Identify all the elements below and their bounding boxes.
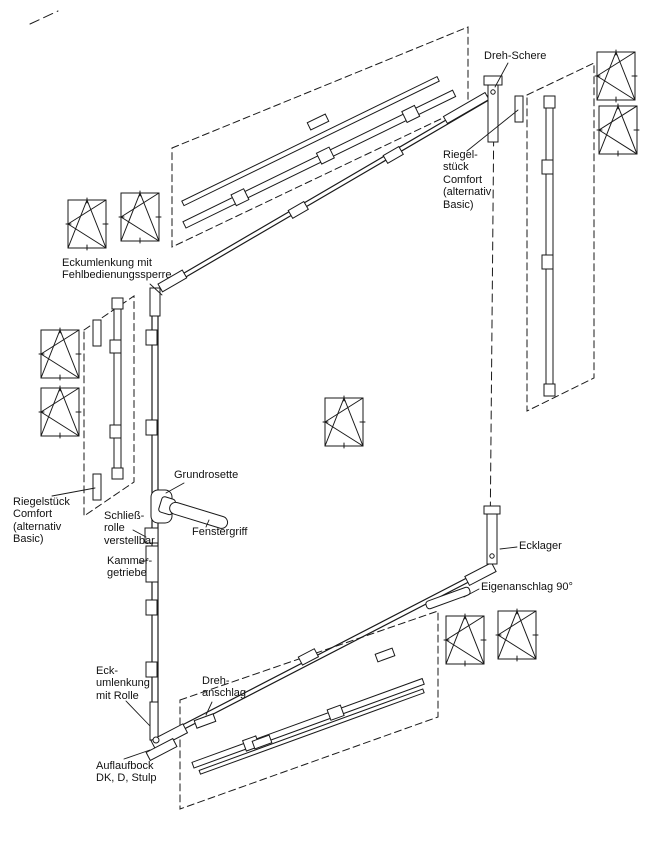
leader-dreh-schere: [494, 62, 509, 88]
crop-mark: [29, 10, 59, 25]
ecklager-part: [464, 505, 501, 587]
right-hardware-panel: [514, 62, 595, 412]
kammergetriebe-part: [145, 545, 159, 583]
leader-riegelstueck-left: [51, 487, 96, 497]
leader-fenstergriff: [205, 519, 210, 528]
eckumlenkung-rolle-part: [149, 701, 189, 751]
window-symbol: [322, 395, 366, 449]
label-grundrosette: Grundrosette: [174, 469, 239, 481]
leader-eigenanschlag: [463, 588, 480, 598]
window-symbol: [596, 103, 640, 157]
label-riegelstueck-right: Riegel- stück Comfort (alternativ Basic): [443, 149, 492, 211]
dreh-schere-part: [442, 75, 503, 143]
label-drehanschlag: Dreh- anschlag: [202, 675, 247, 700]
leader-ecklager: [499, 546, 518, 550]
label-fenstergriff: Fenstergriff: [192, 526, 248, 538]
leader-grundrosette: [165, 482, 185, 494]
window-symbol: [65, 197, 109, 251]
leader-auflaufbock: [123, 749, 151, 760]
label-schliessrolle: Schließ- rolle verstellbar: [104, 510, 155, 547]
window-symbol: [38, 385, 82, 439]
label-dreh-schere: Dreh-Schere: [484, 50, 547, 62]
bottom-hardware-panel: [179, 610, 439, 810]
label-kammergetriebe: Kammer- getriebe: [107, 555, 153, 580]
bottom-rail-cam-2: [374, 647, 396, 663]
top-rail: [181, 75, 457, 229]
drehanschlag-part: [193, 713, 217, 729]
eigenanschlag-part: [425, 586, 471, 610]
window-symbol: [443, 613, 487, 667]
left-hardware-panel: [83, 295, 135, 517]
leader-drehanschlag: [205, 701, 213, 716]
sash-outline: [145, 91, 495, 742]
auflaufbock-part: [145, 737, 178, 762]
schliessrolle-part: [144, 527, 159, 544]
leader-eckumlenkung-fbs: [149, 283, 163, 296]
riegelstueck-left-part-top: [92, 319, 102, 347]
label-riegelstueck-left: Riegelstück Comfort (alternativ Basic): [13, 496, 70, 546]
leader-kammergetriebe: [138, 559, 149, 564]
top-hardware-panel: [171, 26, 469, 248]
label-eckumlenkung-rolle: Eck- umlenkung mit Rolle: [96, 665, 150, 702]
label-eigenanschlag: Eigenanschlag 90°: [481, 581, 573, 593]
label-ecklager: Ecklager: [519, 540, 562, 552]
leader-eckumlenkung-rolle: [125, 700, 151, 727]
riegelstueck-left-part-bottom: [92, 473, 102, 501]
leader-schliessrolle: [132, 529, 147, 538]
window-symbol: [495, 608, 539, 662]
leader-lines: [51, 62, 519, 760]
bottom-rail-cam-1: [251, 734, 273, 750]
riegelstueck-right-part: [514, 95, 524, 123]
label-eckumlenkung-fbs: Eckumlenkung mit Fehlbedienungssperre: [62, 257, 172, 282]
window-symbol: [38, 327, 82, 381]
window-symbol: [594, 49, 638, 103]
label-auflaufbock: Auflaufbock DK, D, Stulp: [96, 760, 157, 785]
top-rail-connector: [306, 113, 330, 131]
fenstergriff-part: [150, 489, 229, 529]
bottom-rail: [191, 677, 425, 775]
window-symbol: [118, 190, 162, 244]
leader-riegelstueck-right: [466, 109, 519, 152]
hardware-pieces: [144, 75, 503, 762]
